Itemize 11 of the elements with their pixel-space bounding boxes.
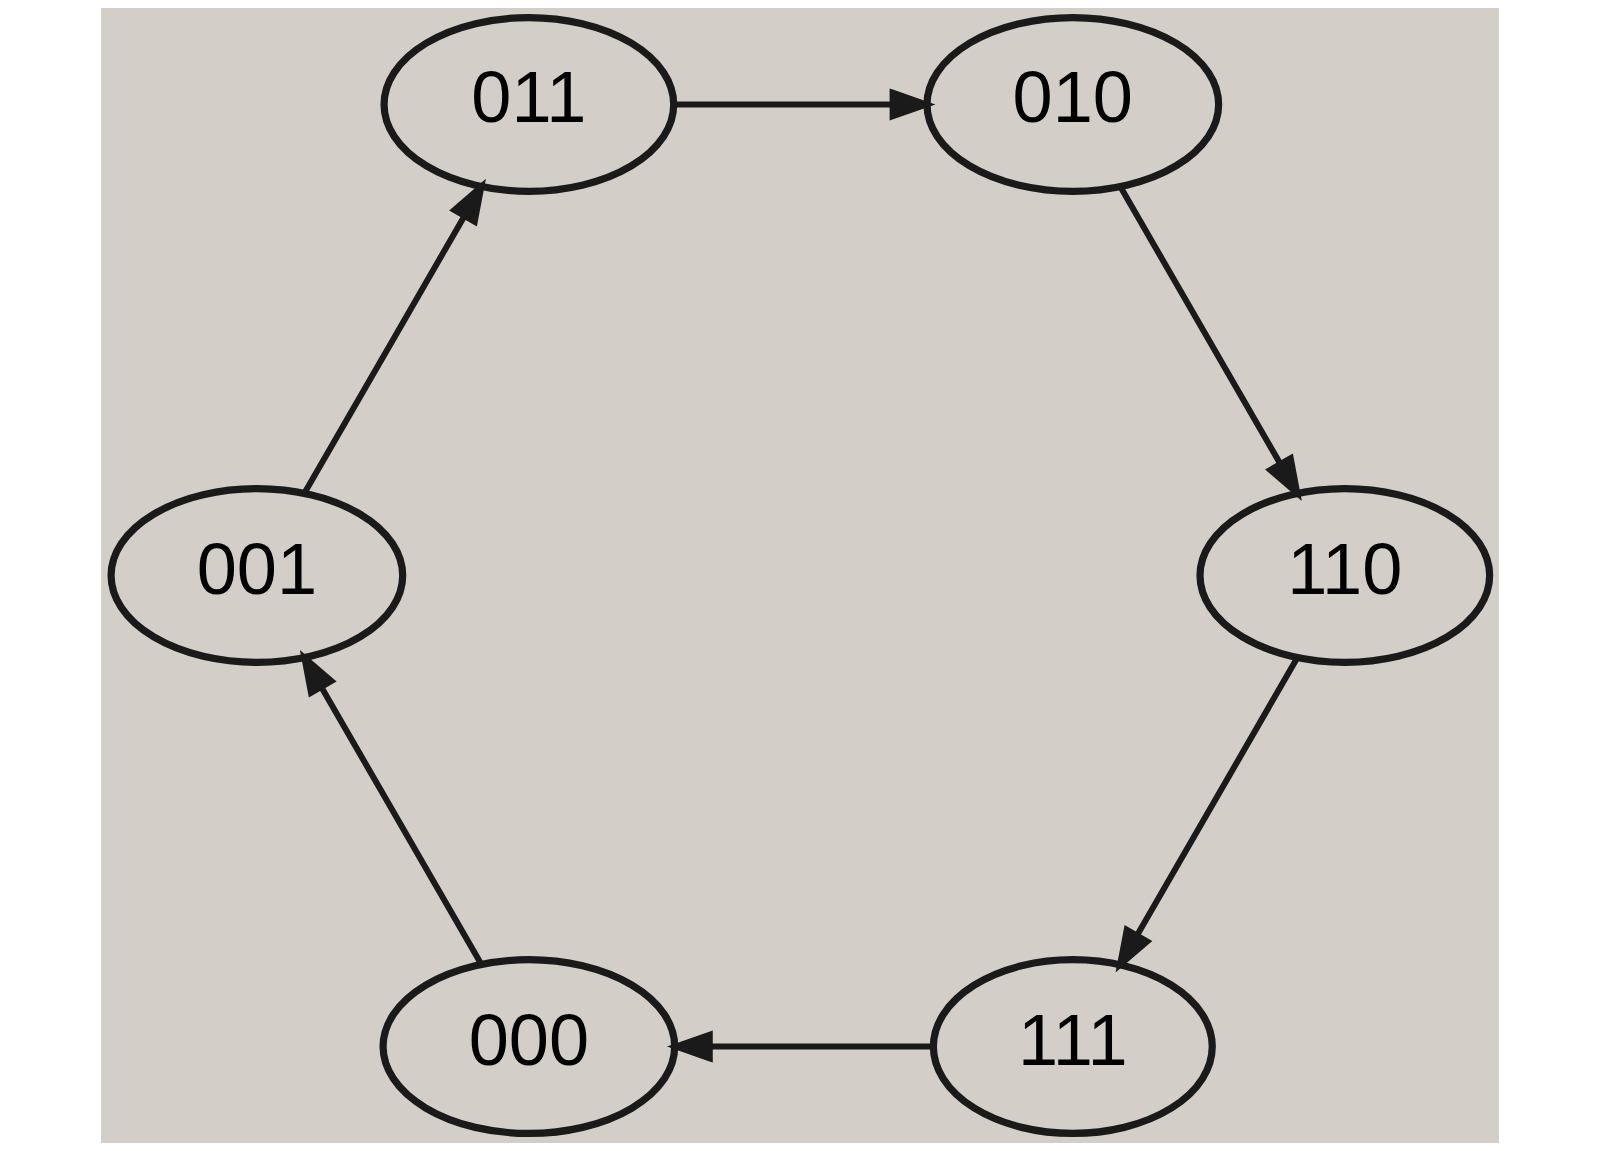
node-ellipse: 010	[923, 13, 1223, 195]
arrow	[302, 178, 486, 494]
arrow	[1118, 186, 1302, 502]
arrow	[299, 649, 484, 965]
node-ellipse: 011	[380, 13, 678, 195]
arrow	[667, 1030, 933, 1063]
node-ellipse: 111	[929, 956, 1216, 1138]
node-ellipse: 110	[1196, 485, 1494, 666]
arrow	[673, 88, 936, 121]
node-ellipse: 000	[379, 956, 679, 1138]
node-ellipse: 001	[107, 485, 407, 666]
